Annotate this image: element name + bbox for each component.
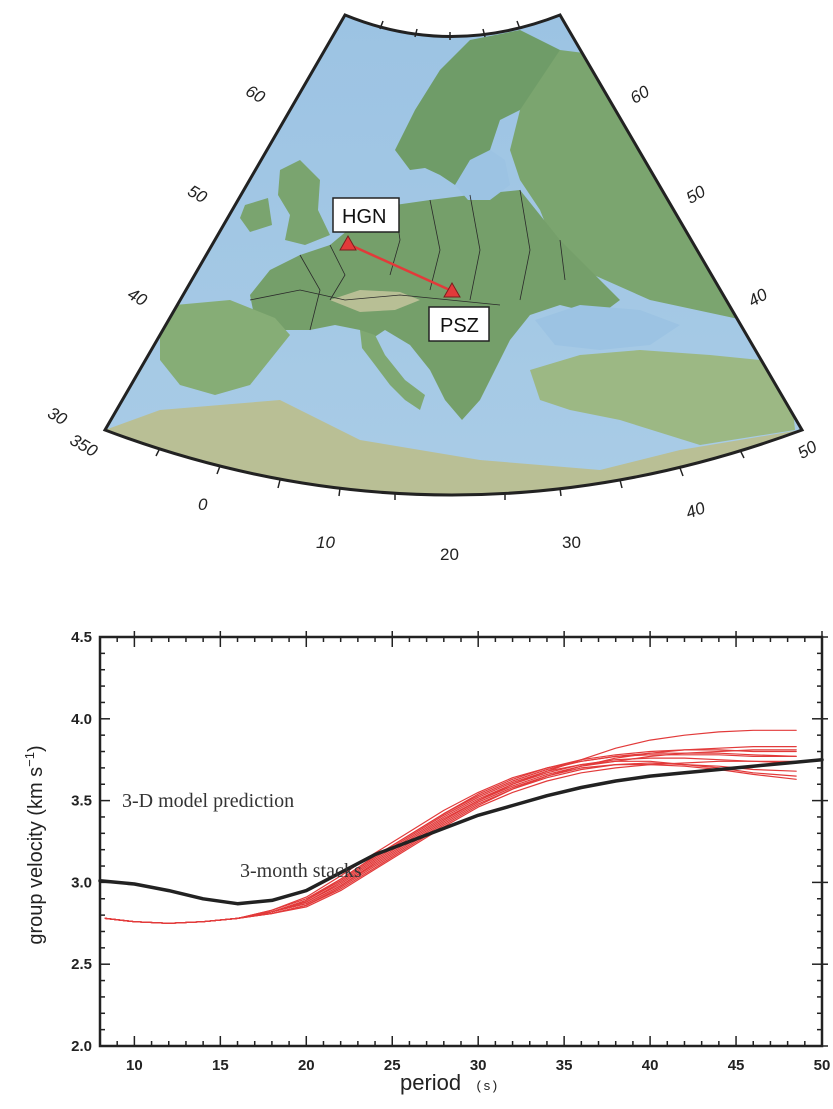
x-tick-label: 10 [126, 1057, 143, 1074]
station-label-psz: PSZ [440, 315, 479, 337]
north-africa-land [105, 400, 800, 495]
x-tick-label: 45 [728, 1057, 745, 1074]
plot-frame [98, 635, 824, 1048]
station-label-hgn: HGN [342, 206, 386, 228]
lat-label-50-left: 50 [184, 181, 210, 207]
series-line-3-month-stack [104, 752, 797, 924]
lon-label-10: 10 [316, 533, 335, 552]
europe-map-panel: 30 40 50 60 40 50 60 350 0 10 20 30 40 5… [44, 13, 821, 564]
x-tick-label: 20 [298, 1057, 315, 1074]
country-borders [249, 189, 566, 331]
lat-label-40-left: 40 [124, 284, 150, 310]
x-tick-label: 15 [212, 1057, 229, 1074]
x-axis-label-unit: (s) [475, 1079, 498, 1094]
ireland-land [240, 198, 272, 232]
lon-label-30: 30 [562, 533, 581, 552]
station-marker-hgn [339, 234, 357, 251]
tick-label-layer: 10 15 20 25 30 35 40 45 50 2.0 2.5 3.0 3.5 4.0 4.5 [71, 629, 830, 1074]
britain-land [278, 160, 330, 245]
lat-label-60-right: 60 [627, 81, 653, 107]
series-line-3d-model-prediction [98, 757, 824, 906]
y-tick-label: 2.5 [71, 956, 92, 973]
y-tick-label: 2.0 [71, 1038, 92, 1055]
y-axis-label: group velocity (km s−1) [22, 745, 47, 944]
dispersion-chart: 10 15 20 25 30 35 40 45 50 2.0 2.5 3.0 3.5 4.0 4.5 3-D… [22, 629, 830, 1095]
annotation-3d-model: 3-D model prediction [122, 790, 294, 812]
x-tick-label: 40 [642, 1057, 659, 1074]
x-axis-label-main: period [400, 1070, 461, 1095]
lat-label-50-right: 50 [683, 181, 709, 207]
y-axis-label-sup: −1 [22, 752, 37, 767]
iberia-land [160, 300, 290, 395]
annotation-3-month-stacks: 3-month stacks [240, 860, 362, 882]
lat-label-30-left: 30 [44, 403, 70, 429]
y-axis-label-close: ) [25, 745, 47, 752]
series-line-3-month-stack [104, 749, 797, 924]
x-tick-label: 50 [814, 1057, 831, 1074]
x-tick-label: 35 [556, 1057, 573, 1074]
y-tick-label: 3.5 [71, 793, 92, 810]
station-label-box-hgn [332, 197, 400, 233]
lon-label-40: 40 [683, 498, 708, 523]
axis-ticks-layer [99, 631, 828, 1047]
baltic-sea [455, 150, 510, 200]
series-layer [98, 729, 824, 924]
black-sea [535, 305, 680, 350]
lon-label-20: 20 [440, 545, 459, 564]
y-axis-label-main: group velocity (km s [25, 767, 47, 945]
station-path-line [347, 242, 453, 293]
station-marker-psz [443, 281, 461, 298]
x-tick-label: 30 [470, 1057, 487, 1074]
scandinavia-land [395, 30, 560, 185]
y-tick-label: 4.5 [71, 629, 92, 646]
lon-label-0: 0 [198, 495, 208, 514]
italy-land [360, 330, 425, 410]
lon-label-50: 50 [794, 437, 820, 463]
x-tick-label: 25 [384, 1057, 401, 1074]
lon-label-350: 350 [67, 430, 102, 461]
y-tick-label: 3.0 [71, 874, 92, 891]
europe-map: 30 40 50 60 40 50 60 350 0 10 20 30 40 5… [44, 13, 821, 564]
anatolia-land [530, 350, 795, 445]
series-line-3-month-stack [104, 762, 797, 924]
lat-label-40-right: 40 [745, 284, 771, 310]
y-tick-label: 4.0 [71, 711, 92, 728]
frame-ticks [155, 20, 745, 500]
station-label-box-psz [428, 306, 490, 342]
map-frame [102, 13, 805, 497]
x-axis-label: period (s) [400, 1070, 499, 1095]
dispersion-chart-panel: 10 15 20 25 30 35 40 45 50 2.0 2.5 3.0 3.5 4.0 4.5 3-D… [0, 600, 833, 1104]
series-line-3-month-stack [104, 749, 797, 924]
lat-label-60-left: 60 [242, 81, 268, 107]
